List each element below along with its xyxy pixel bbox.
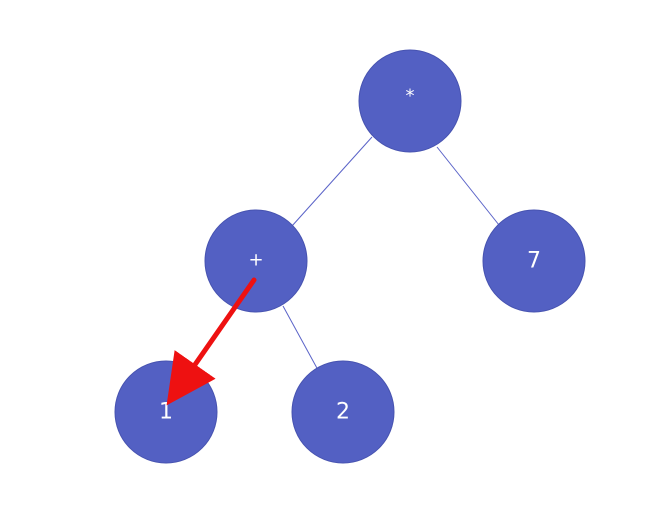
tree-node-two: 2 — [291, 360, 395, 464]
node-circle — [482, 209, 586, 313]
traversal-arrow — [166, 277, 257, 406]
node-label: 1 — [159, 400, 173, 425]
node-label: 2 — [336, 400, 350, 425]
node-circle — [291, 360, 395, 464]
edge-plus-two — [282, 305, 319, 371]
tree-node-times: * — [358, 49, 462, 153]
node-circle — [204, 209, 308, 313]
node-label: * — [406, 86, 415, 107]
edge-times-plus — [291, 136, 373, 227]
tree-node-plus: + — [204, 209, 308, 313]
tree-node-seven: 7 — [482, 209, 586, 313]
node-circle — [358, 49, 462, 153]
node-label: 7 — [527, 249, 541, 274]
tree-node-one: 1 — [114, 360, 218, 464]
edge-times-seven — [436, 146, 500, 226]
node-label: + — [248, 250, 263, 271]
